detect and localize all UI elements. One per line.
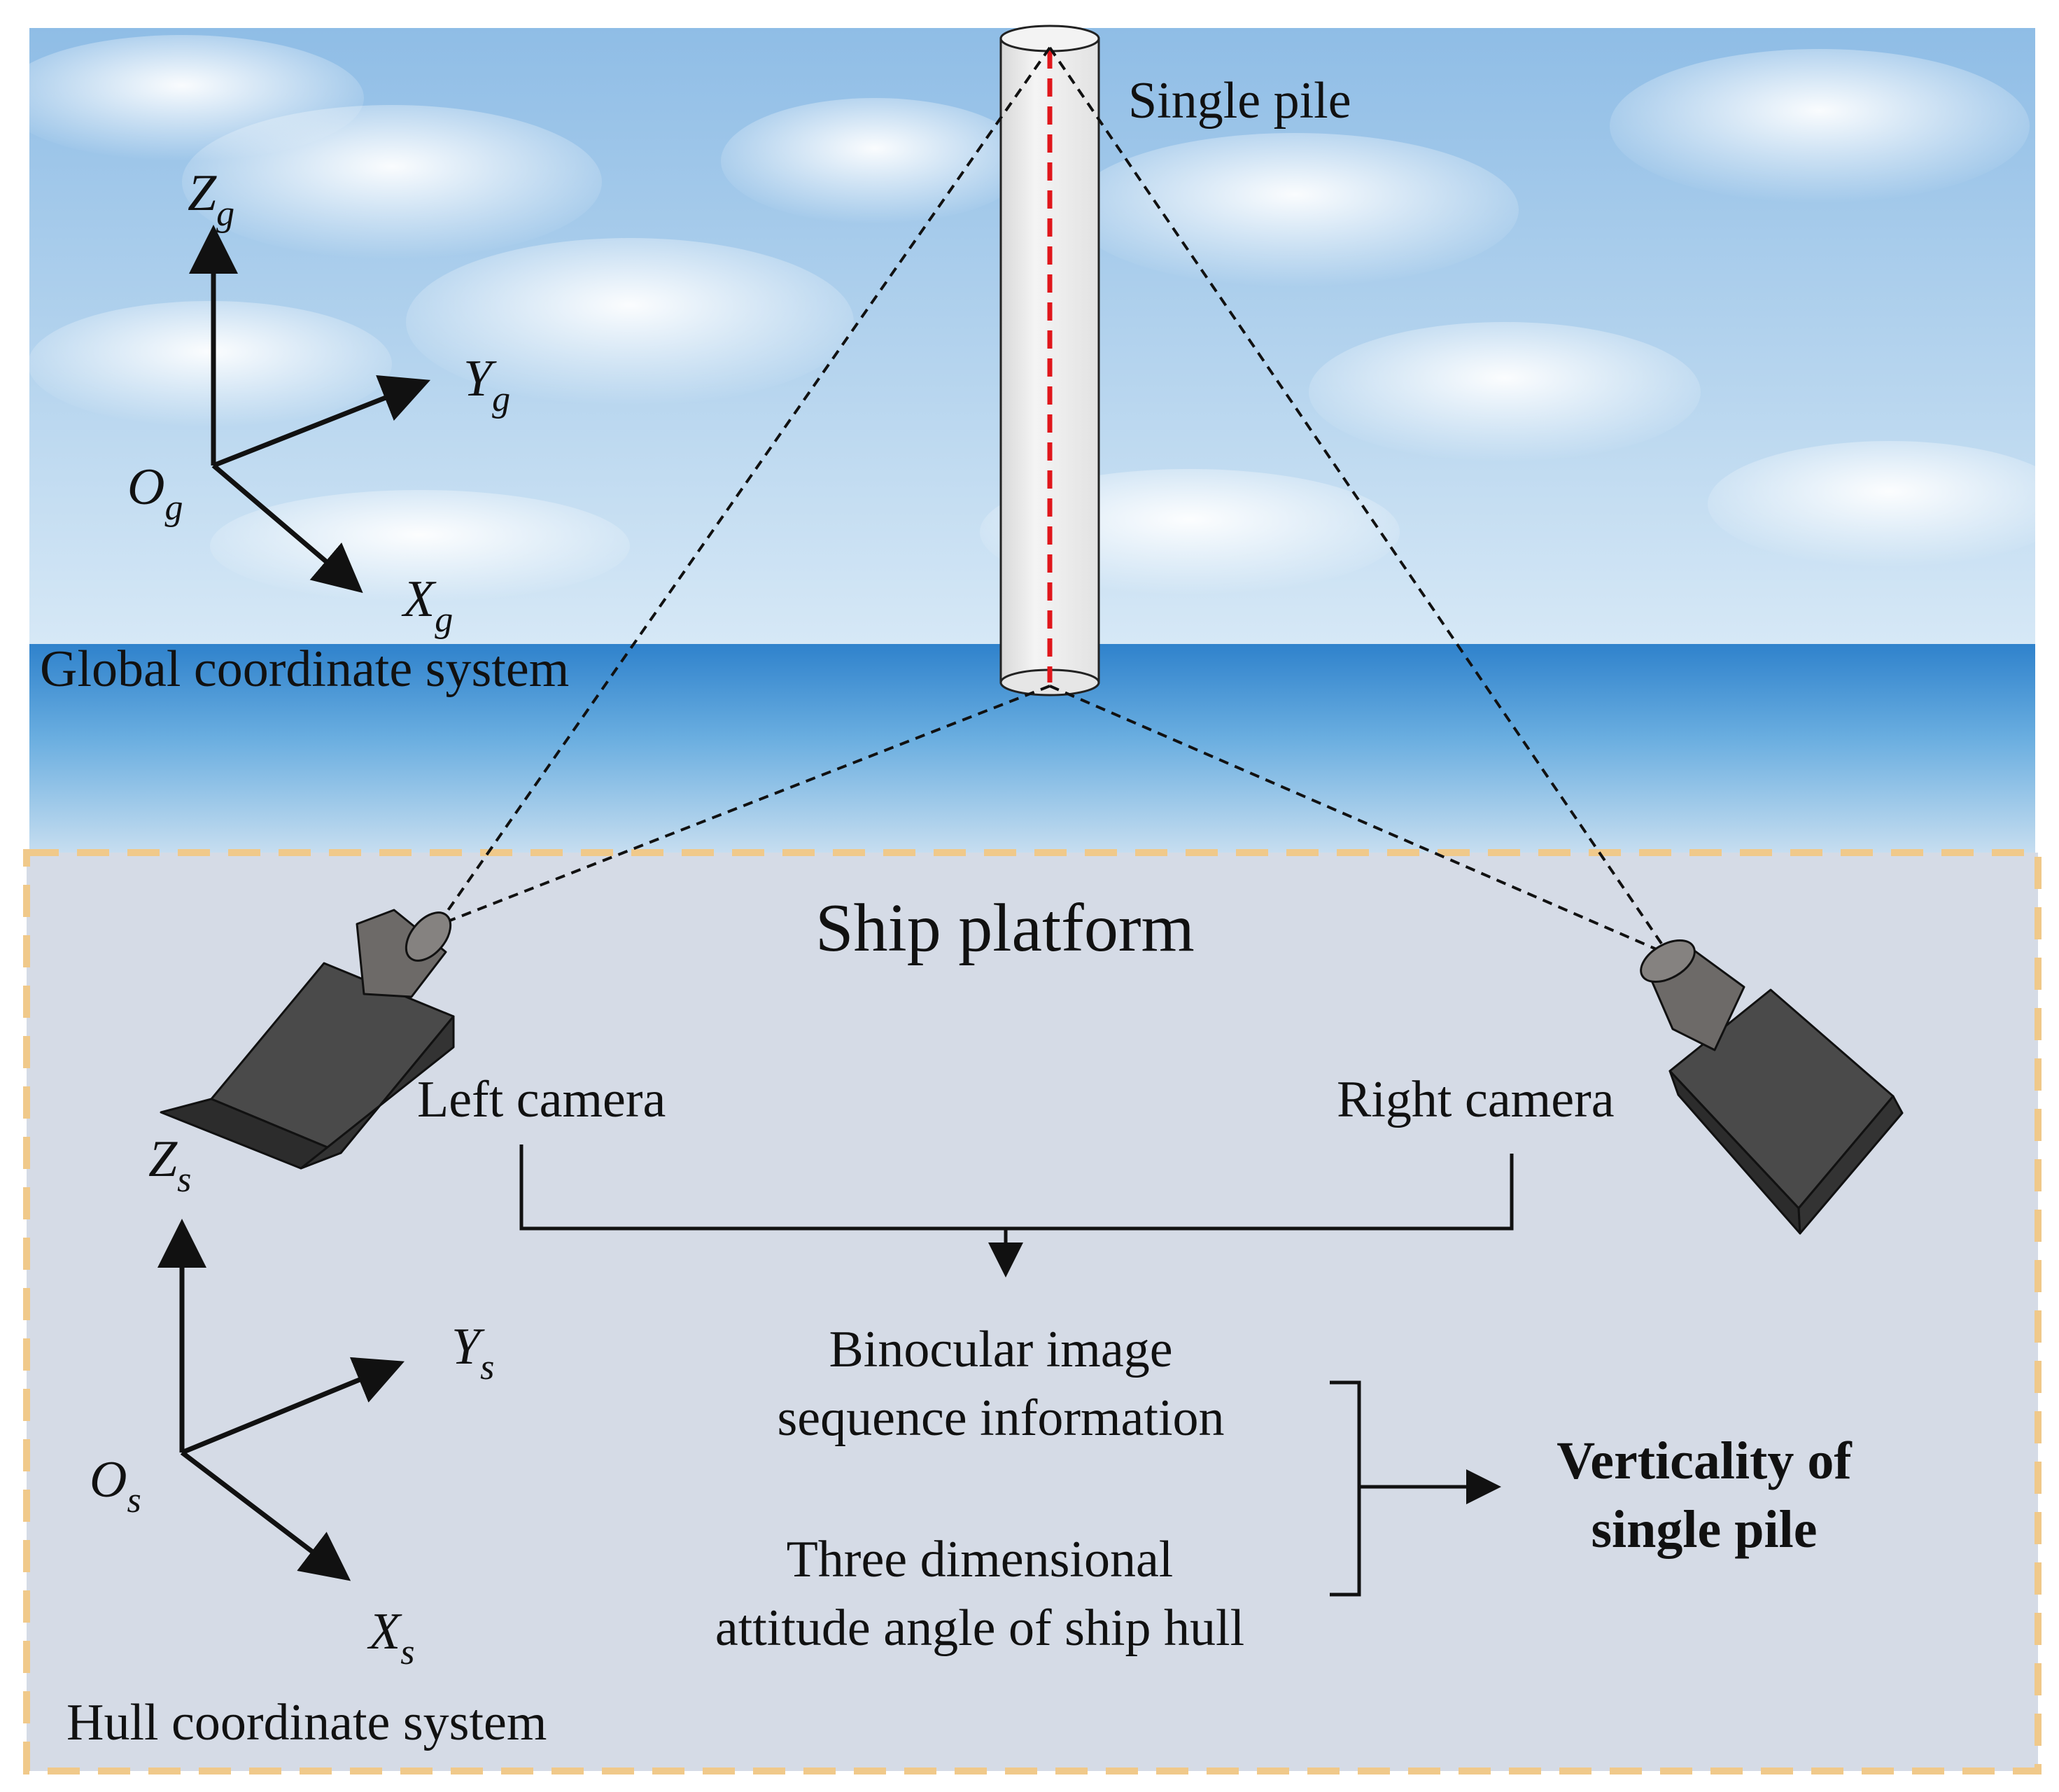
right-camera-label: Right camera [1337, 1071, 1615, 1128]
right-camera-icon [1640, 939, 1904, 1235]
sight-line-left-bottom [437, 685, 1050, 927]
clouds [0, 35, 2059, 602]
global-z-label: Zg [188, 164, 234, 234]
sight-line-right-bottom [1049, 685, 1670, 956]
hull-coordinate-axes [157, 1219, 405, 1581]
attitude-line-2: attitude angle of ship hull [715, 1600, 1244, 1657]
hull-x-label: Xs [367, 1603, 414, 1672]
single-pile-label: Single pile [1128, 72, 1351, 130]
binocular-line-1: Binocular image [829, 1321, 1172, 1378]
left-camera-icon [160, 909, 455, 1170]
hull-axis-labels: Zs Ys Os Xs [90, 1130, 494, 1672]
sight-line-right-top [1048, 46, 1671, 956]
sight-line-left-top [436, 46, 1051, 927]
global-coordinate-caption: Global coordinate system [40, 640, 569, 698]
flow-connectors [519, 1144, 1514, 1597]
left-camera-label: Left camera [417, 1071, 666, 1128]
flow-input-binocular: Binocular image sequence information [777, 1321, 1224, 1447]
global-x-axis [211, 463, 363, 594]
verticality-line-2: single pile [1591, 1500, 1817, 1559]
single-pile [999, 24, 1100, 696]
global-axis-labels: Zg Yg Og Xg [127, 164, 510, 640]
hull-origin-label: Os [90, 1451, 141, 1520]
global-x-label: Xg [401, 570, 453, 640]
global-y-label: Yg [463, 350, 510, 419]
attitude-line-1: Three dimensional [787, 1531, 1174, 1588]
hull-coordinate-caption: Hull coordinate system [66, 1694, 547, 1751]
global-coordinate-axes [189, 225, 431, 594]
binocular-line-2: sequence information [777, 1390, 1224, 1447]
camera-merge-bracket [519, 1144, 1514, 1231]
global-y-axis [212, 374, 431, 468]
flow-output-verticality: Verticality of single pile [1556, 1432, 1853, 1559]
global-origin-label: Og [127, 458, 183, 528]
hull-z-label: Zs [148, 1130, 191, 1200]
flow-input-attitude: Three dimensional attitude angle of ship… [715, 1531, 1244, 1657]
hull-x-axis [180, 1450, 351, 1581]
verticality-line-1: Verticality of [1556, 1432, 1853, 1490]
hull-y-axis [181, 1357, 405, 1455]
sight-lines [436, 46, 1671, 956]
hull-y-label: Ys [451, 1318, 494, 1387]
ship-platform-title: Ship platform [815, 890, 1195, 966]
